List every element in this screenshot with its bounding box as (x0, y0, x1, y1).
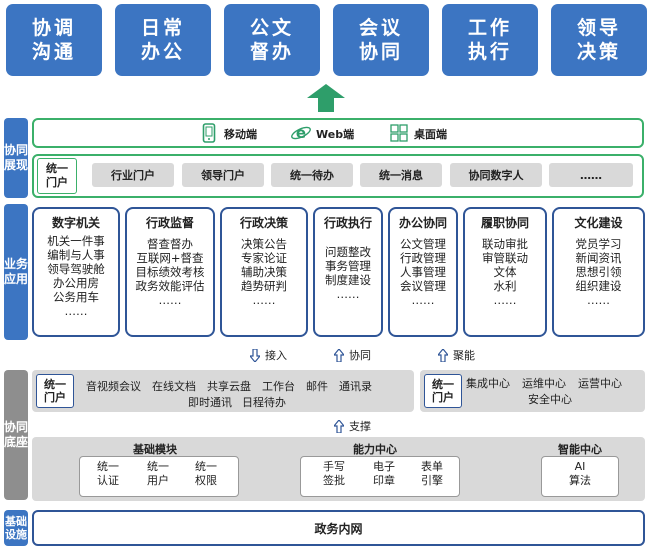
portal-item-digital-human: 协同数字人 (450, 163, 542, 187)
top-box-meeting: 会议协同 (333, 4, 429, 76)
app-card-execution: 行政执行 问题整改 事务管理 制度建设 …… (313, 207, 383, 337)
module-item-handwriting: 手写签批 (323, 460, 345, 487)
app-items: 督查督办 互联网+督查 目标绩效考核 政务效能评估 …… (135, 237, 205, 307)
up-arrow-icon (307, 84, 345, 112)
app-card-duty-collab: 履职协同 联动审批 审管联动 文体 水利 …… (463, 207, 547, 337)
infra-frame: 政务内网 (32, 510, 645, 546)
module-box-ability (300, 456, 460, 497)
base-right-unified-portal: 统一 门户 (424, 374, 462, 408)
app-card-digital-office: 数字机关 机关一件事 编制与人事 领导驾驶舱 办公用房 公务用车 …… (32, 207, 120, 337)
top-box-daily-office: 日常办公 (115, 4, 211, 76)
mobile-icon (202, 123, 216, 143)
layer-label-infra: 基础设施 (4, 510, 28, 546)
module-item-form-engine: 表单引擎 (421, 460, 443, 487)
app-card-supervision: 行政监督 督查督办 互联网+督查 目标绩效考核 政务效能评估 …… (125, 207, 215, 337)
top-box-decision: 领导决策 (551, 4, 647, 76)
layer-label-business: 业务应用 (4, 204, 28, 340)
app-card-office-collab: 办公协同 公文管理 行政管理 人事管理 会议管理 …… (388, 207, 458, 337)
arrow-aggregate: 聚能 (438, 347, 475, 363)
terminals-frame (32, 118, 644, 148)
up-arrow-icon (438, 348, 448, 362)
top-box-coordination: 协调沟通 (6, 4, 102, 76)
module-item-permission: 统一权限 (195, 460, 217, 487)
module-title-smart: 智能中心 (558, 443, 602, 456)
top-box-document: 公文督办 (224, 4, 320, 76)
arrow-access: 接入 (250, 347, 287, 363)
svg-text:e: e (296, 124, 306, 142)
app-card-culture: 文化建设 党员学习 新闻资讯 思想引领 组织建设 …… (552, 207, 645, 337)
base-left-row1: 音视频会议 在线文档 共享云盘 工作台 邮件 通讯录 (86, 380, 372, 393)
app-items: 联动审批 审管联动 文体 水利 …… (482, 237, 528, 307)
portal-item-leader: 领导门户 (182, 163, 264, 187)
base-left-row2: 即时通讯 日程待办 (188, 396, 286, 409)
app-items: 机关一件事 编制与人事 领导驾驶舱 办公用房 公务用车 …… (47, 234, 105, 318)
portal-item-todo: 统一待办 (271, 163, 353, 187)
module-box-smart (541, 456, 619, 497)
app-card-decision: 行政决策 决策公告 专家论证 辅助决策 趋势研判 …… (220, 207, 308, 337)
infra-text: 政务内网 (314, 521, 363, 536)
terminal-mobile: 移动端 (224, 128, 257, 141)
base-right-row2: 安全中心 (528, 393, 572, 406)
module-item-seal: 电子印章 (373, 460, 395, 487)
layer-label-base: 协同底座 (4, 370, 28, 500)
desktop-grid-icon (390, 124, 408, 142)
module-box-basic (79, 456, 239, 497)
portal-item-message: 统一消息 (360, 163, 442, 187)
unified-portal-label: 统一 门户 (37, 158, 77, 194)
module-item-auth: 统一认证 (97, 460, 119, 487)
web-browser-icon: e (291, 124, 311, 142)
app-items: 公文管理 行政管理 人事管理 会议管理 …… (400, 237, 446, 307)
base-right-row1: 集成中心 运维中心 运营中心 (466, 377, 622, 390)
base-left-unified-portal: 统一 门户 (36, 374, 74, 408)
terminal-desktop: 桌面端 (414, 128, 447, 141)
module-title-ability: 能力中心 (353, 443, 397, 456)
app-items: 决策公告 专家论证 辅助决策 趋势研判 …… (241, 237, 287, 307)
up-arrow-icon (334, 348, 344, 362)
arrow-support: 支撑 (334, 418, 371, 434)
terminal-web: Web端 (316, 128, 355, 141)
arrow-collab: 协同 (334, 347, 371, 363)
down-arrow-icon (250, 348, 260, 362)
top-box-execution: 工作执行 (442, 4, 538, 76)
base-left-panel (32, 370, 414, 412)
module-title-basic: 基础模块 (133, 443, 177, 456)
app-items: 问题整改 事务管理 制度建设 …… (325, 245, 371, 301)
portal-item-industry: 行业门户 (92, 163, 174, 187)
layer-label-display: 协同展现 (4, 118, 28, 198)
app-items: 党员学习 新闻资讯 思想引领 组织建设 …… (575, 237, 622, 307)
up-arrow-icon (334, 419, 344, 433)
portal-item-more: …… (549, 163, 633, 187)
module-item-user: 统一用户 (147, 460, 169, 487)
